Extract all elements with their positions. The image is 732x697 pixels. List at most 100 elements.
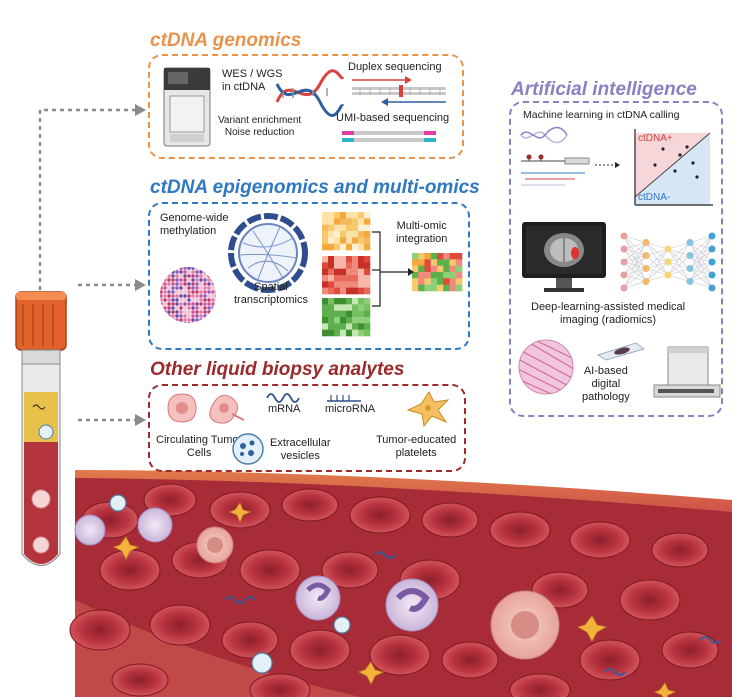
spatial-spot <box>167 314 171 318</box>
heatmap-cell <box>358 218 365 225</box>
spatial-spot <box>179 274 183 278</box>
heatmap-cell <box>334 323 341 330</box>
spatial-spot <box>195 290 199 294</box>
radiomics-monitor-icon <box>522 222 606 292</box>
heatmap-cell <box>358 275 365 282</box>
heatmap-cell <box>346 317 353 324</box>
spatial-spot <box>191 310 195 314</box>
heatmap-cell <box>364 287 371 295</box>
spatial-spot <box>160 302 163 306</box>
spatial-spot <box>167 306 171 310</box>
spatial-label: Spatial transcriptomics <box>234 281 308 306</box>
heatmap-cell <box>328 256 335 263</box>
heatmap-cell <box>418 259 425 266</box>
heatmap-cell <box>340 298 347 305</box>
spatial-spot <box>211 310 215 314</box>
spatial-spot <box>183 310 187 314</box>
spatial-spot <box>171 314 175 318</box>
heatmap-cell <box>328 310 335 318</box>
spatial-spot <box>187 306 191 310</box>
spatial-spot <box>207 298 211 302</box>
heatmap-cell <box>437 272 444 279</box>
spatial-spot <box>179 290 183 294</box>
spatial-spot <box>167 278 171 282</box>
heatmap-cell <box>340 218 347 225</box>
analytes-box <box>148 384 466 472</box>
network-node <box>708 232 716 240</box>
spatial-spot <box>195 278 199 282</box>
heatmap-cell <box>430 278 438 285</box>
heatmap-cell <box>346 275 353 282</box>
heatmap-cell <box>322 298 329 305</box>
spatial-spot <box>167 274 171 278</box>
spatial-spot <box>167 294 171 298</box>
spatial-spot <box>211 278 215 282</box>
umi-sequencing-icon <box>342 131 436 142</box>
spatial-spot <box>187 318 191 322</box>
heatmap-cell <box>340 231 347 238</box>
spatial-spot <box>163 310 167 314</box>
heatmap-cell <box>455 253 463 260</box>
spatial-spot <box>163 286 167 290</box>
spatial-spot <box>199 282 203 286</box>
spatial-spot <box>179 318 183 322</box>
vesicles <box>109 494 351 674</box>
heatmap-cell <box>358 323 365 330</box>
heatmap-cell <box>352 268 359 276</box>
glass-slide-icon <box>596 342 646 361</box>
spatial-spot <box>191 290 195 294</box>
heatmap-cell <box>443 284 450 292</box>
spatial-spot <box>160 267 163 270</box>
heatmap-cell <box>322 212 329 219</box>
heatmap-cell <box>364 256 371 263</box>
spatial-spot <box>179 278 183 282</box>
spatial-spot <box>187 310 191 314</box>
spatial-spot <box>195 274 199 278</box>
heatmap-cell <box>334 281 341 288</box>
spatial-spot <box>171 302 175 306</box>
spatial-spot <box>183 302 187 306</box>
heatmap-cell <box>352 329 359 337</box>
heatmap-cell <box>449 253 457 260</box>
spatial-spot <box>203 270 207 274</box>
spatial-spot <box>195 318 199 322</box>
heatmap-cell <box>449 284 457 292</box>
heatmap-red <box>322 256 371 295</box>
heatmap-cell <box>364 237 371 244</box>
heatmap-cell <box>437 265 444 273</box>
spatial-spot <box>199 274 203 278</box>
heatmap-cell <box>412 284 419 292</box>
ctdna-negative-label: ctDNA- <box>638 192 671 203</box>
heatmap-cell <box>364 268 371 276</box>
heatmap-cell <box>412 272 419 279</box>
epigenomics-title: ctDNA epigenomics and multi-omics <box>150 177 480 198</box>
network-edge <box>689 235 713 269</box>
heatmap-cell <box>449 278 457 285</box>
mrna-label: mRNA <box>268 403 301 415</box>
umi-label: UMI-based sequencing <box>336 112 450 124</box>
dna-strands <box>224 551 721 676</box>
heatmap-cell <box>430 265 438 273</box>
heatmap-cell <box>424 253 432 260</box>
heatmap-cell <box>358 237 365 244</box>
heatmap-cell <box>328 329 335 337</box>
heatmap-cell <box>322 317 329 324</box>
spatial-spot <box>175 270 179 274</box>
spatial-spot <box>160 306 163 310</box>
spatial-spot <box>211 282 215 286</box>
heatmap-cell <box>430 272 438 279</box>
heatmap-cell <box>364 212 371 219</box>
spatial-spot <box>171 298 175 302</box>
spatial-spot <box>171 290 175 294</box>
spatial-spot <box>175 306 179 310</box>
heatmap-cell <box>340 256 347 263</box>
spatial-spot <box>187 278 191 282</box>
heatmap-cell <box>358 329 365 337</box>
heatmap-cell <box>334 224 341 232</box>
heatmap-cell <box>328 243 335 251</box>
network-edge <box>667 255 691 276</box>
heatmap-cell <box>358 287 365 295</box>
spatial-spot <box>175 267 179 270</box>
spatial-spot <box>163 267 167 270</box>
spatial-spot <box>163 294 167 298</box>
